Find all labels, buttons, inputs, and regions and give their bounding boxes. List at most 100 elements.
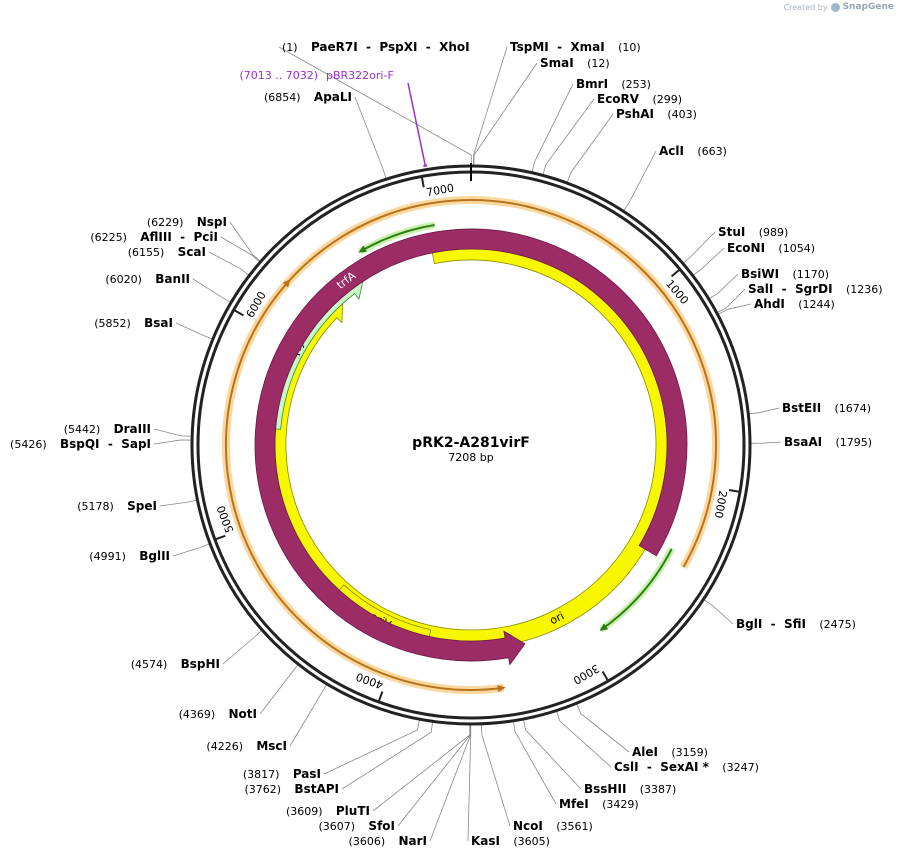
site-leader: [278, 46, 472, 166]
site-leader: [467, 724, 472, 842]
site-leader: [397, 724, 471, 827]
site-ahdi[interactable]: AhdI (1244): [754, 295, 835, 312]
site-draiii[interactable]: (5442) DraIII: [64, 420, 151, 437]
site-position: (3762): [245, 783, 282, 796]
site-gap: [355, 817, 368, 834]
site-enzyme-names: AhdI: [754, 297, 785, 311]
site-enzyme-names: PaeR7I - PspXI - XhoI: [311, 40, 470, 54]
primer-arrowhead: [497, 685, 506, 693]
site-tspmi-xmai[interactable]: TspMI - XmaI (10): [510, 38, 641, 55]
site-pasi[interactable]: (3817) PasI: [243, 765, 321, 782]
site-econi[interactable]: EcoNI (1054): [727, 239, 815, 256]
site-bsphi[interactable]: (4574) BspHI: [131, 655, 220, 672]
site-gap: [500, 832, 513, 849]
site-sali-sgrdi[interactable]: SalI - SgrDI (1236): [748, 280, 883, 297]
site-position: (5426): [10, 438, 47, 451]
site-bspqi-sapi[interactable]: (5426) BspQI - SapI: [10, 435, 151, 452]
site-position: (3159): [671, 746, 708, 759]
site-enzyme-names: BglI - SfiI: [736, 617, 806, 631]
site-enzyme-names: KasI: [471, 834, 500, 848]
site-csli-sexai[interactable]: CslI - SexAI * (3247): [614, 758, 759, 775]
site-gap: [806, 615, 819, 632]
site-position: (2475): [819, 618, 856, 631]
site-gap: [626, 780, 639, 797]
site-position: (4226): [206, 740, 243, 753]
site-ncoi[interactable]: NcoI (3561): [513, 817, 593, 834]
site-sfoi[interactable]: (3607) SfoI: [319, 817, 396, 834]
site-banii[interactable]: (6020) BanII: [105, 270, 190, 287]
site-bglii[interactable]: (4991) BglII: [89, 547, 170, 564]
site-leader: [623, 150, 657, 211]
site-bsai[interactable]: (5852) BsaI: [94, 314, 173, 331]
site-noti[interactable]: (4369) NotI: [179, 705, 257, 722]
tick-label: 2000: [712, 489, 730, 519]
brand-created-by: Created by: [783, 2, 828, 12]
site-alei[interactable]: AleI (3159): [632, 743, 708, 760]
site-enzyme-names: AflIII - PciI: [140, 230, 218, 244]
site-pluti[interactable]: (3609) PluTI: [286, 802, 370, 819]
site-position: (663): [697, 145, 727, 158]
site-paer7i-pspxi-xhoi[interactable]: (1) PaeR7I - PspXI - XhoI: [282, 38, 470, 55]
site-position: (3607): [319, 820, 356, 833]
site-msci[interactable]: (4226) MscI: [206, 737, 287, 754]
snapgene-brand: Created by SnapGene: [784, 2, 894, 12]
site-gap: [785, 295, 798, 312]
site-position: (10): [618, 41, 641, 54]
site-position: (1170): [792, 268, 829, 281]
site-enzyme-names: TspMI - XmaI: [510, 40, 605, 54]
site-kasi[interactable]: KasI (3605): [471, 832, 550, 849]
primer-binding-arc: [600, 548, 673, 631]
site-leader: [566, 113, 614, 183]
site-position: (6225): [90, 231, 127, 244]
site-enzyme-names: BglII: [139, 549, 170, 563]
site-gap: [658, 743, 671, 760]
site-gap: [126, 547, 139, 564]
site-nspi[interactable]: (6229) NspI: [147, 213, 227, 230]
primer-arc: [225, 279, 291, 500]
feature-label-ori: ori: [548, 609, 567, 627]
site-leader: [372, 724, 471, 812]
site-stui[interactable]: StuI (989): [718, 223, 788, 240]
site-scai[interactable]: (6155) ScaI: [128, 243, 206, 260]
site-nari[interactable]: (3606) NarI: [349, 832, 427, 849]
site-bstapi[interactable]: (3762) BstAPI: [245, 780, 340, 797]
site-bsiwi[interactable]: BsiWI (1170): [741, 265, 829, 282]
site-leader: [703, 599, 734, 625]
site-bsaai[interactable]: BsaAI (1795): [784, 433, 872, 450]
site-leader: [175, 322, 213, 340]
site-enzyme-names: BspHI: [181, 657, 220, 671]
site-leader: [576, 704, 630, 753]
feature-trfa[interactable]: [254, 228, 688, 666]
site-ecorv[interactable]: EcoRV (299): [597, 90, 682, 107]
site-afliii-pcii[interactable]: (6225) AflIII - PciI: [90, 228, 218, 245]
site-enzyme-names: AleI: [632, 745, 658, 759]
site-mfei[interactable]: MfeI (3429): [559, 795, 639, 812]
tick-mark: [728, 489, 741, 493]
site-gap: [543, 817, 556, 834]
site-leader: [683, 231, 716, 264]
site-gap: [765, 239, 778, 256]
site-leader: [289, 684, 327, 747]
site-bgli-sfii[interactable]: BglI - SfiI (2475): [736, 615, 856, 632]
site-position: (1244): [798, 298, 835, 311]
brand-name: SnapGene: [842, 2, 894, 12]
site-pshai[interactable]: PshAI (403): [616, 105, 697, 122]
site-enzyme-names: BssHII: [584, 782, 626, 796]
site-leader: [192, 278, 231, 303]
primer-name[interactable]: pBR322ori-F: [326, 69, 394, 82]
site-enzyme-names: MscI: [256, 739, 287, 753]
site-gap: [131, 314, 144, 331]
site-leader: [341, 722, 433, 790]
site-bsshii[interactable]: BssHII (3387): [584, 780, 676, 797]
site-gap: [821, 399, 834, 416]
site-bmri[interactable]: BmrI (253): [576, 75, 651, 92]
site-smai[interactable]: SmaI (12): [540, 54, 610, 71]
site-position: (4369): [179, 708, 216, 721]
site-acli[interactable]: AclI (663): [659, 142, 727, 159]
site-apali[interactable]: (6854) ApaLI: [264, 88, 352, 105]
site-gap: [281, 780, 294, 797]
site-leader: [153, 428, 192, 437]
site-spei[interactable]: (5178) SpeI: [77, 497, 157, 514]
site-bsteii[interactable]: BstEII (1674): [782, 399, 871, 416]
tick-label: 7000: [425, 181, 455, 199]
